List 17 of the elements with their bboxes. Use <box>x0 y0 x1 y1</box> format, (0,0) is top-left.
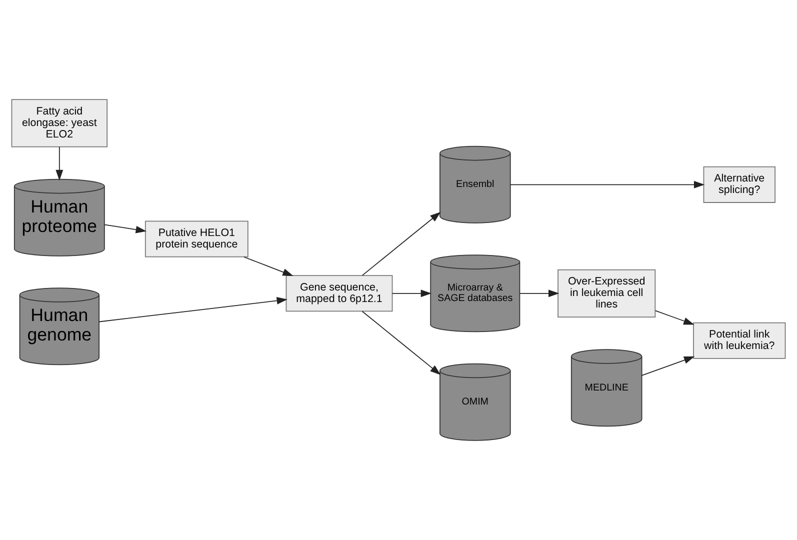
arrow <box>362 310 441 375</box>
node-box: Over-Expressed in leukemia cell lines <box>558 269 656 318</box>
node-box: Putative HELO1 protein sequence <box>144 220 248 258</box>
arrow <box>655 310 694 325</box>
arrow <box>641 356 695 376</box>
arrow <box>392 290 432 298</box>
arrow <box>519 290 560 298</box>
node-box: Fatty acid elongase: yeast ELO2 <box>11 99 108 148</box>
arrow <box>104 224 147 234</box>
node-box: Potential link with leukemia? <box>693 322 786 359</box>
node-box: Gene sequence, mapped to 6p12.1 <box>286 275 393 312</box>
arrow <box>56 146 64 181</box>
node-box: Alternative splicing? <box>703 166 776 203</box>
arrow <box>244 256 294 276</box>
arrow <box>510 180 705 188</box>
arrow <box>98 296 288 322</box>
arrow <box>362 212 441 276</box>
